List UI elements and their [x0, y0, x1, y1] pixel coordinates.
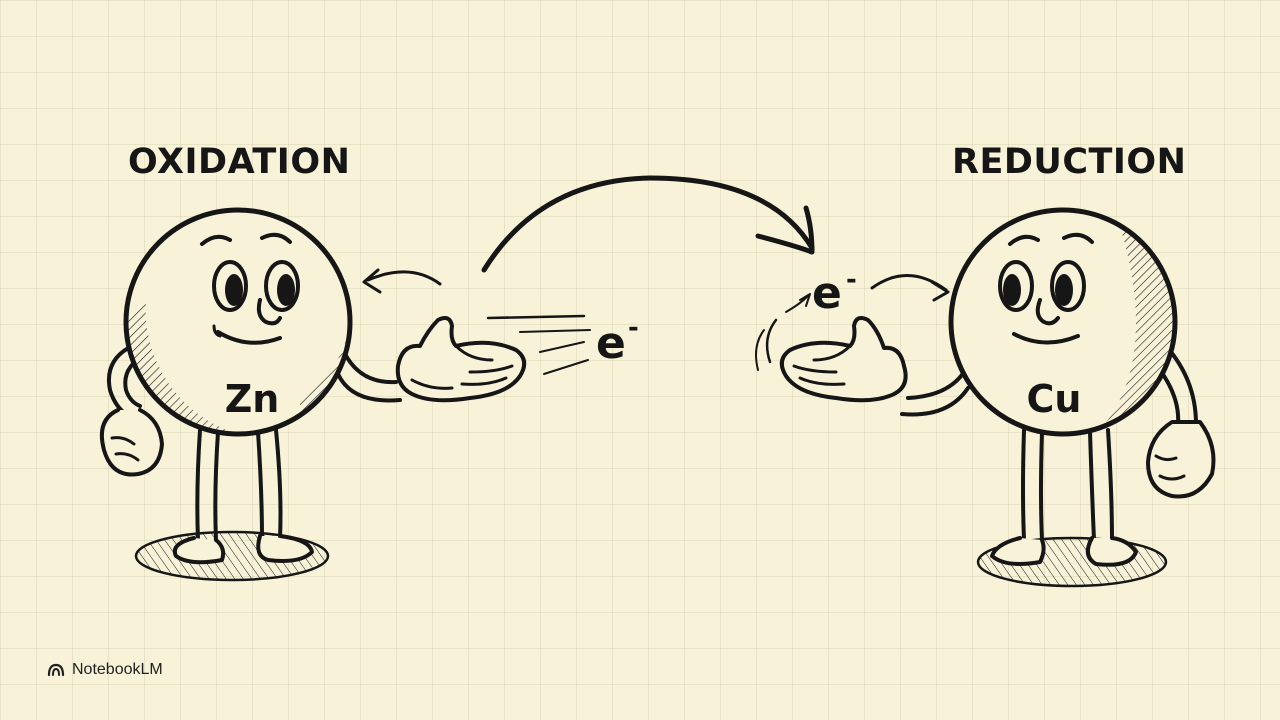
transfer-arc-arrow — [481, 175, 815, 273]
copper-label: Cu — [1027, 377, 1082, 421]
electron-thrown-charge: - — [628, 313, 639, 343]
brand-name: NotebookLM — [72, 661, 163, 678]
electron-thrown-symbol: e — [596, 318, 626, 369]
copper-character — [779, 207, 1216, 588]
zinc-curl-arrow — [366, 270, 442, 286]
notebooklm-watermark: NotebookLM — [46, 660, 163, 680]
oxidation-heading: OXIDATION — [128, 142, 351, 182]
transfer-arrows — [362, 175, 950, 375]
zinc-character — [99, 207, 527, 582]
electron-received-symbol: e — [812, 268, 842, 319]
zinc-label: Zn — [225, 377, 280, 421]
electron-received-charge: - — [846, 265, 857, 295]
notebooklm-logo-icon — [47, 663, 65, 677]
reduction-heading: REDUCTION — [952, 142, 1187, 182]
